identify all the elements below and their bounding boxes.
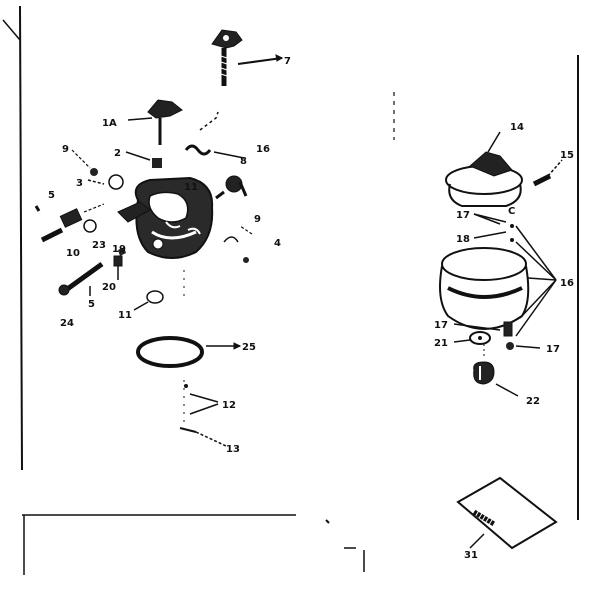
right-assembly (439, 131, 563, 550)
part-20 (113, 255, 123, 280)
label-18: 18 (456, 234, 470, 245)
label-10: 10 (66, 248, 80, 259)
parts-17-18-arrows (473, 213, 514, 242)
part-16-screw (215, 175, 248, 200)
label-14: 14 (510, 122, 524, 133)
part-22-bowl-nut (473, 344, 519, 397)
callout-labels: 7 1A 8 2 3 11 16 5 9 23 10 19 9 4 5 20 2… (48, 56, 574, 561)
part-17-nozzle (453, 321, 541, 350)
label-3: 3 (76, 178, 83, 189)
part-7-needle-valve (211, 29, 284, 86)
part-11-ring (133, 290, 164, 311)
frame-lines (2, 5, 579, 575)
part-12-13 (179, 384, 227, 447)
part-31-gasket-card (456, 476, 558, 550)
label-5-bottom: 5 (88, 299, 95, 310)
label-17-right: 17 (546, 344, 560, 355)
label-31: 31 (464, 550, 478, 561)
label-22: 22 (526, 396, 540, 407)
left-assembly (34, 29, 284, 447)
part-23-ring (83, 219, 97, 233)
part-3 (87, 174, 124, 190)
part-1a-throttle (127, 99, 183, 145)
part-5-main-needle (58, 261, 104, 296)
part-8-spring (184, 111, 245, 159)
label-12: 12 (222, 400, 236, 411)
part-15-pin (532, 159, 563, 187)
label-4: 4 (274, 238, 281, 249)
label-13: 13 (226, 444, 240, 455)
label-21: 21 (434, 338, 448, 349)
carburetor-body (117, 176, 214, 259)
part-16-leaders (515, 225, 557, 337)
part-2 (125, 151, 162, 168)
label-2: 2 (114, 148, 121, 159)
label-17-top: 17 (456, 210, 470, 221)
part-14-float-top (445, 131, 523, 207)
label-24: 24 (60, 318, 74, 329)
label-25: 25 (242, 342, 256, 353)
float-bowl (439, 247, 530, 330)
part-5-idle-screw (34, 203, 105, 243)
label-23: 23 (92, 240, 106, 251)
label-16-left: 16 (256, 144, 270, 155)
label-16-right: 16 (560, 278, 574, 289)
label-11-bottom: 11 (118, 310, 132, 321)
part-25-gasket (136, 336, 242, 368)
label-9-right: 9 (254, 214, 261, 225)
label-1a: 1A (102, 118, 117, 129)
label-c: C (508, 206, 515, 217)
label-19: 19 (112, 244, 126, 255)
part-9-ring (223, 225, 253, 263)
label-11-top: 11 (184, 182, 198, 193)
part-21-washer (453, 331, 491, 345)
label-8: 8 (240, 156, 247, 167)
label-20: 20 (102, 282, 116, 293)
label-5-top: 5 (48, 190, 55, 201)
label-15: 15 (560, 150, 574, 161)
label-17-mid: 17 (434, 320, 448, 331)
part-19 (118, 247, 126, 256)
label-7: 7 (284, 56, 291, 67)
label-9-left: 9 (62, 144, 69, 155)
